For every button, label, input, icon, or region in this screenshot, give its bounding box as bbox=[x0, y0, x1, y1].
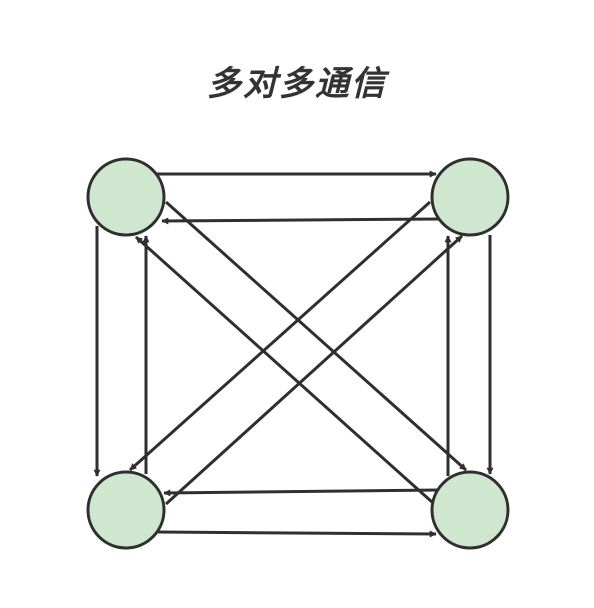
nodes-layer bbox=[86, 157, 510, 550]
edge-top-right-to-bottom-left bbox=[129, 200, 431, 472]
edge-top-left-to-bottom-right bbox=[165, 200, 467, 472]
edges-layer bbox=[93, 170, 494, 538]
edge-bottom-right-to-top-left bbox=[134, 235, 434, 504]
node-top-left bbox=[86, 157, 166, 237]
edge-bottom-right-to-bottom-left bbox=[163, 488, 441, 497]
node-bottom-left bbox=[86, 470, 166, 550]
edge-bottom-left-to-top-right bbox=[164, 234, 464, 506]
edge-bottom-left-to-bottom-right bbox=[157, 530, 437, 538]
edge-top-right-to-top-left bbox=[161, 217, 441, 225]
diagram-title: 多对多通信 bbox=[207, 64, 387, 104]
node-top-right bbox=[430, 157, 510, 237]
node-bottom-right bbox=[430, 470, 510, 550]
